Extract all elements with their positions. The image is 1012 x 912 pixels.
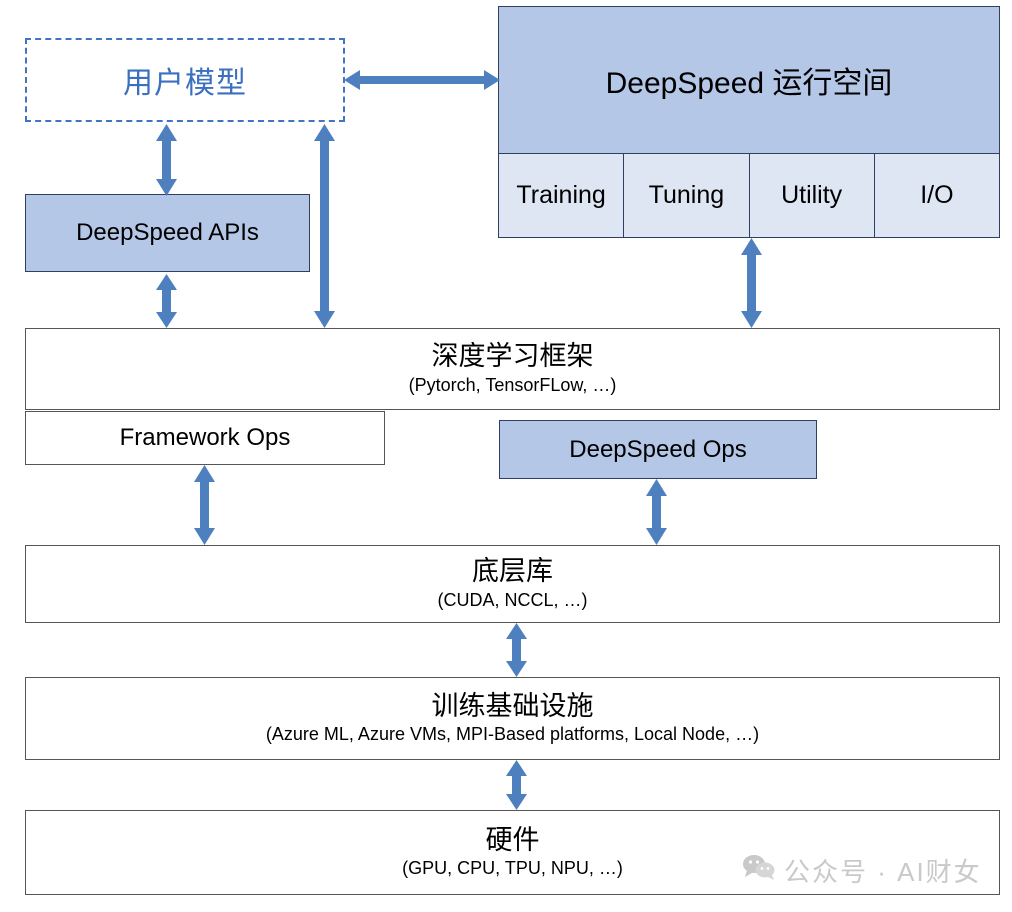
arrow-user-model-to-apis-icon bbox=[153, 124, 181, 196]
hardware-box: 硬件 (GPU, CPU, TPU, NPU, …) bbox=[25, 810, 1000, 895]
watermark-text: 公众号 · AI财女 bbox=[784, 857, 982, 887]
training-infrastructure-box: 训练基础设施 (Azure ML, Azure VMs, MPI-Based p… bbox=[25, 677, 1000, 760]
runtime-cell-tuning: Tuning bbox=[624, 154, 750, 237]
hardware-title: 硬件 bbox=[485, 824, 540, 855]
low-level-library-title: 底层库 bbox=[472, 556, 553, 587]
deep-learning-framework-box: 深度学习框架 (Pytorch, TensorFLow, …) bbox=[25, 328, 1000, 410]
deepspeed-apis-label: DeepSpeed APIs bbox=[76, 219, 259, 246]
deepspeed-runtime-space-label: DeepSpeed 运行空间 bbox=[605, 67, 893, 100]
runtime-cell-utility: Utility bbox=[750, 154, 875, 237]
arrow-deepspeed-ops-to-lib-icon bbox=[643, 479, 671, 545]
user-model-box: 用户模型 bbox=[25, 38, 345, 122]
framework-ops-label: Framework Ops bbox=[119, 424, 291, 451]
low-level-library-box: 底层库 (CUDA, NCCL, …) bbox=[25, 545, 1000, 623]
runtime-subcomponent-row: Training Tuning Utility I/O bbox=[498, 154, 1000, 238]
arrow-apis-to-framework-icon bbox=[153, 274, 181, 328]
deepspeed-ops-box: DeepSpeed Ops bbox=[499, 420, 817, 479]
runtime-cell-training: Training bbox=[499, 154, 625, 237]
watermark: 公众号 · AI财女 bbox=[742, 852, 982, 889]
arrow-infra-to-hardware-icon bbox=[503, 760, 531, 810]
wechat-icon bbox=[742, 853, 776, 888]
arrow-user-model-to-framework-icon bbox=[311, 124, 339, 328]
user-model-label: 用户模型 bbox=[123, 67, 247, 100]
deep-learning-framework-subtitle: (Pytorch, TensorFLow, …) bbox=[408, 374, 617, 395]
hardware-subtitle: (GPU, CPU, TPU, NPU, …) bbox=[402, 858, 623, 879]
deepspeed-apis-box: DeepSpeed APIs bbox=[25, 194, 310, 272]
arrow-framework-ops-to-lib-icon bbox=[191, 465, 219, 545]
arrow-lib-to-infra-icon bbox=[503, 623, 531, 677]
low-level-library-subtitle: (CUDA, NCCL, …) bbox=[437, 589, 588, 610]
arrow-user-model-to-runtime-icon bbox=[344, 66, 500, 94]
runtime-cell-io: I/O bbox=[920, 181, 954, 209]
training-infrastructure-subtitle: (Azure ML, Azure VMs, MPI-Based platform… bbox=[265, 724, 760, 745]
arrow-runtime-to-framework-icon bbox=[738, 238, 766, 328]
deepspeed-ops-label: DeepSpeed Ops bbox=[569, 435, 747, 463]
framework-ops-box: Framework Ops bbox=[25, 411, 385, 465]
training-infrastructure-title: 训练基础设施 bbox=[431, 690, 594, 721]
deepspeed-runtime-space-box: DeepSpeed 运行空间 bbox=[498, 6, 1000, 154]
deep-learning-framework-title: 深度学习框架 bbox=[431, 340, 594, 371]
